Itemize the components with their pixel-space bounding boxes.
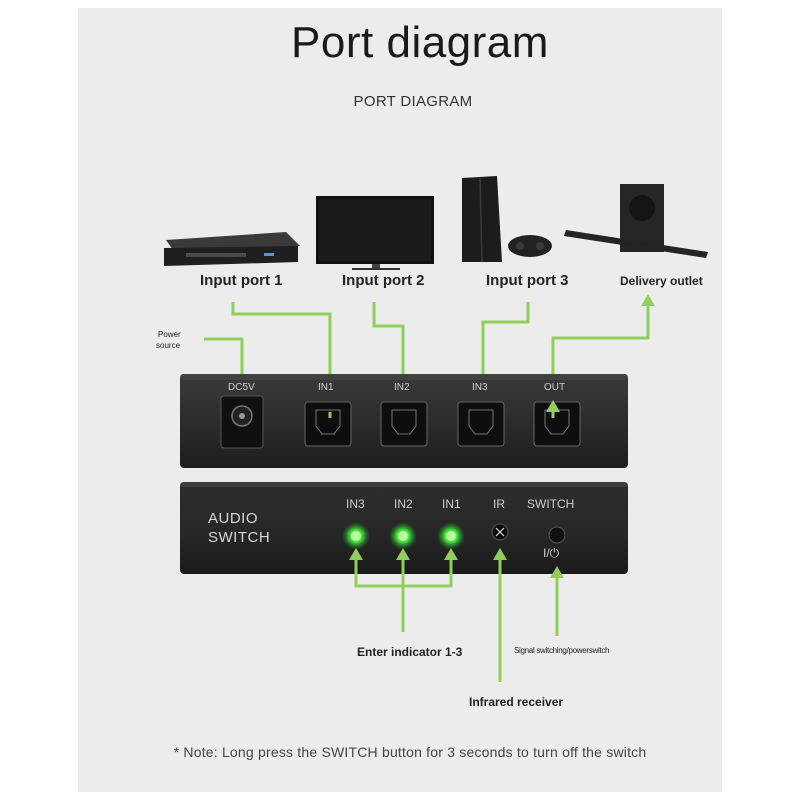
line-input-2 (372, 302, 405, 412)
dvd-player-icon (164, 232, 300, 266)
rear-label-in2: IN2 (394, 382, 410, 393)
label-input-port-3: Input port 3 (486, 272, 569, 289)
label-power-line1: Power (158, 330, 181, 339)
rear-label-out: OUT (544, 382, 566, 393)
television-icon (316, 196, 434, 270)
label-input-port-1: Input port 1 (200, 272, 283, 289)
label-enter-indicator: Enter indicator 1-3 (357, 645, 463, 659)
label-infrared-receiver: Infrared receiver (469, 695, 564, 709)
line-input-3 (481, 302, 530, 412)
power-symbol-icon: I/⏻ (543, 546, 560, 560)
front-label-switch: SWITCH (527, 497, 575, 511)
front-brand-line2: SWITCH (208, 529, 271, 546)
rear-label-in3: IN3 (472, 382, 488, 393)
front-brand-line1: AUDIO (208, 510, 259, 527)
rear-label-dc: DC5V (228, 382, 255, 393)
rear-label-in1: IN1 (318, 382, 334, 393)
page-subtitle: PORT DIAGRAM (353, 93, 473, 110)
front-label-in1: IN1 (442, 497, 461, 511)
label-input-port-2: Input port 2 (342, 272, 425, 289)
switch-button (548, 526, 566, 544)
front-label-in2: IN2 (394, 497, 413, 511)
label-power-line2: source (156, 341, 181, 350)
game-console-icon (462, 176, 552, 263)
label-signal-switching: Signal switching/powerswitch (514, 646, 610, 655)
page-title: Port diagram (291, 18, 549, 67)
label-delivery-outlet: Delivery outlet (620, 274, 703, 288)
rear-panel (180, 374, 628, 468)
front-label-ir: IR (493, 497, 505, 511)
front-panel (180, 482, 628, 574)
callout-lines (354, 556, 559, 682)
front-label-in3: IN3 (346, 497, 365, 511)
footnote: * Note: Long press the SWITCH button for… (173, 744, 647, 760)
speaker-system-icon (564, 184, 708, 258)
line-input-1 (231, 302, 332, 364)
